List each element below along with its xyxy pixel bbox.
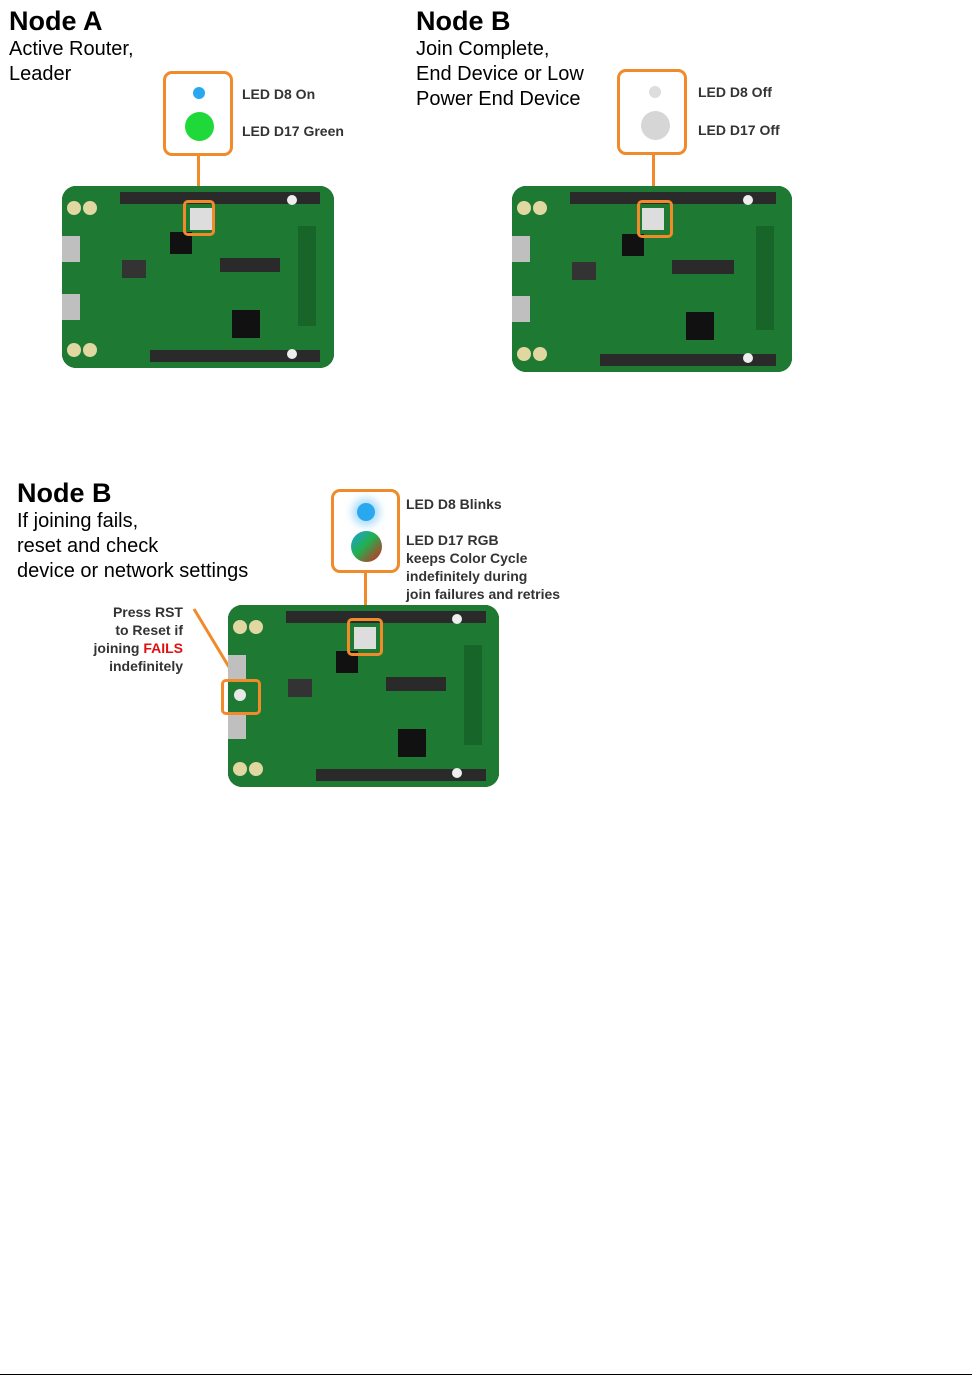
node-b-join-subtitle-line-3: Power End Device	[416, 88, 581, 110]
led-d17-indicator	[185, 112, 214, 141]
node-b-fail-title: Node B	[17, 478, 112, 508]
led-d8-indicator	[193, 87, 205, 99]
node-b-fail-led-d17-line-1: LED D17 RGB	[406, 532, 499, 548]
node-b-fail-led-d17-line-4: join failures and retries	[406, 586, 561, 602]
callout-connector	[364, 572, 367, 618]
node-b-fail-subtitle-line-2: reset and check	[17, 535, 159, 557]
led-d17-rgb-indicator	[351, 531, 382, 562]
rst-note-fails: FAILS	[143, 640, 183, 656]
callout-connector	[652, 154, 655, 200]
frdm-board-image	[512, 186, 792, 372]
rst-note-line-3: joining FAILS	[70, 639, 183, 657]
led-d17-indicator	[641, 111, 670, 140]
node-b-join-led-d17-label: LED D17 Off	[698, 122, 780, 138]
node-b-join-subtitle-line-1: Join Complete,	[416, 38, 550, 60]
node-a-led-callout	[163, 71, 233, 156]
node-b-fail-led-d17-line-2: keeps Color Cycle	[406, 550, 528, 566]
frdm-board-image	[228, 605, 499, 787]
node-b-fail-led-d8-label: LED D8 Blinks	[406, 496, 502, 512]
rst-note-joining: joining	[93, 640, 140, 656]
node-a-subtitle-line-1: Active Router,	[9, 38, 134, 60]
board-led-highlight	[183, 200, 215, 236]
node-a-led-d8-label: LED D8 On	[242, 86, 316, 102]
board-led-highlight	[347, 618, 383, 656]
led-d8-indicator	[649, 86, 661, 98]
board-led-highlight	[637, 200, 673, 238]
node-b-fail-led-d17-line-3: indefinitely during	[406, 568, 528, 584]
page-bottom-rule	[0, 1374, 972, 1375]
led-d8-blink-indicator	[357, 503, 375, 521]
node-a-led-d17-label: LED D17 Green	[242, 123, 344, 139]
node-b-join-led-d8-label: LED D8 Off	[698, 84, 772, 100]
node-a-subtitle-line-2: Leader	[9, 63, 72, 85]
rst-button-highlight	[221, 679, 261, 715]
rst-note-line-1: Press RST	[112, 604, 183, 620]
node-b-fail-led-callout	[331, 489, 400, 573]
frdm-board-image	[62, 186, 334, 368]
node-b-join-subtitle-line-2: End Device or Low	[416, 63, 584, 85]
node-b-fail-subtitle-line-1: If joining fails,	[17, 510, 139, 532]
node-a-title: Node A	[9, 6, 103, 36]
node-b-fail-subtitle-line-3: device or network settings	[17, 560, 249, 582]
node-b-join-title: Node B	[416, 6, 511, 36]
callout-connector	[197, 155, 200, 201]
rst-note-line-5: indefinitely	[109, 658, 183, 674]
node-b-join-led-callout	[617, 69, 687, 155]
rst-note-line-2: to Reset if	[115, 622, 183, 638]
